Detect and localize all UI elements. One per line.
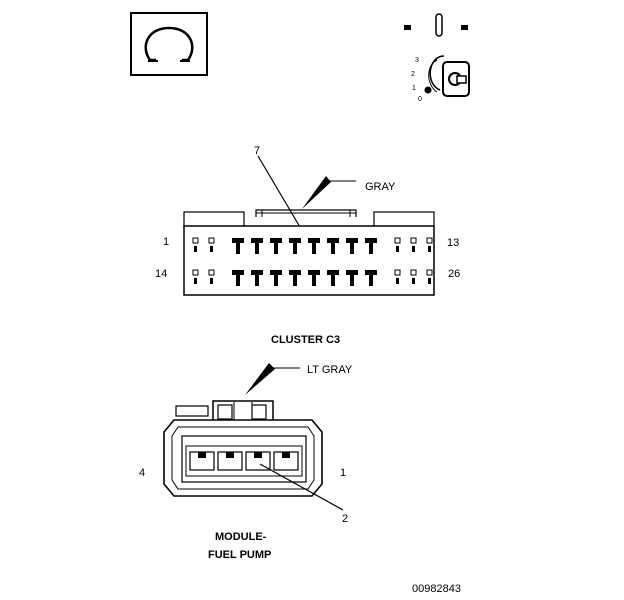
cluster-pin-label-13: 13 xyxy=(447,237,459,249)
pump-cavity xyxy=(217,451,243,471)
ignition-position-1: 1 xyxy=(412,85,416,92)
ignition-position-2: 2 xyxy=(411,71,415,78)
cluster-small-cavity xyxy=(192,237,199,252)
pump-connector-name-line1: MODULE- xyxy=(215,531,267,543)
cluster-small-cavity xyxy=(410,269,417,284)
cluster-large-cavity xyxy=(232,238,244,254)
cluster-connector-name: CLUSTER C3 xyxy=(271,334,340,346)
cluster-large-cavity xyxy=(251,238,263,254)
pump-cavity xyxy=(189,451,215,471)
pump-pin-cavities xyxy=(189,451,299,471)
cluster-pin-cavities xyxy=(192,237,433,286)
cluster-large-cavity xyxy=(270,270,282,286)
cluster-large-cavity xyxy=(289,238,301,254)
cluster-large-cavity xyxy=(270,238,282,254)
pump-pin-label-4: 4 xyxy=(139,467,145,479)
cluster-large-cavity xyxy=(327,270,339,286)
cluster-pin-label-26: 26 xyxy=(448,268,460,280)
pump-color-arrow xyxy=(245,363,275,395)
cluster-small-cavity xyxy=(208,237,215,252)
pump-cavity xyxy=(273,451,299,471)
pump-connector-name-line2: FUEL PUMP xyxy=(208,549,271,561)
cluster-large-cavity xyxy=(346,270,358,286)
pump-pin-label-1: 1 xyxy=(340,467,346,479)
pump-callout-line xyxy=(259,463,344,511)
cluster-large-cavity xyxy=(365,238,377,254)
cluster-large-cavity xyxy=(308,270,320,286)
pump-cavity xyxy=(245,451,271,471)
cluster-large-cavity xyxy=(232,270,244,286)
cluster-large-cavity xyxy=(365,270,377,286)
cluster-connector: 7 GRAY 1 13 14 26 CLUSTER C3 xyxy=(155,145,460,346)
cluster-large-cavity xyxy=(289,270,301,286)
pump-callout-pin-2: 2 xyxy=(342,513,348,525)
ignition-switch-icon: 3 2 1 0 xyxy=(404,13,470,103)
cluster-callout-pin-7: 7 xyxy=(254,145,260,157)
cluster-color-label: GRAY xyxy=(365,181,396,193)
figure-id: 00982843 xyxy=(412,583,461,595)
cluster-small-cavity xyxy=(394,269,401,284)
cluster-small-cavity xyxy=(410,237,417,252)
cluster-small-cavity xyxy=(192,269,199,284)
cluster-large-cavity xyxy=(346,238,358,254)
cluster-small-cavity xyxy=(426,269,433,284)
pump-color-label: LT GRAY xyxy=(307,364,353,376)
cluster-small-cavity xyxy=(394,237,401,252)
ignition-position-3: 3 xyxy=(415,57,419,64)
ignition-position-0: 0 xyxy=(418,96,422,103)
cluster-large-cavity xyxy=(308,238,320,254)
ohmmeter-icon xyxy=(130,12,208,76)
cluster-color-arrow xyxy=(302,176,331,209)
cluster-pin-label-14: 14 xyxy=(155,268,167,280)
fuel-pump-connector: LT GRAY 2 4 1 MODULE- FUEL PUMP xyxy=(139,363,353,561)
cluster-pin-label-1: 1 xyxy=(163,236,169,248)
cluster-small-cavity xyxy=(426,237,433,252)
cluster-large-cavity xyxy=(327,238,339,254)
cluster-small-cavity xyxy=(208,269,215,284)
cluster-large-cavity xyxy=(251,270,263,286)
